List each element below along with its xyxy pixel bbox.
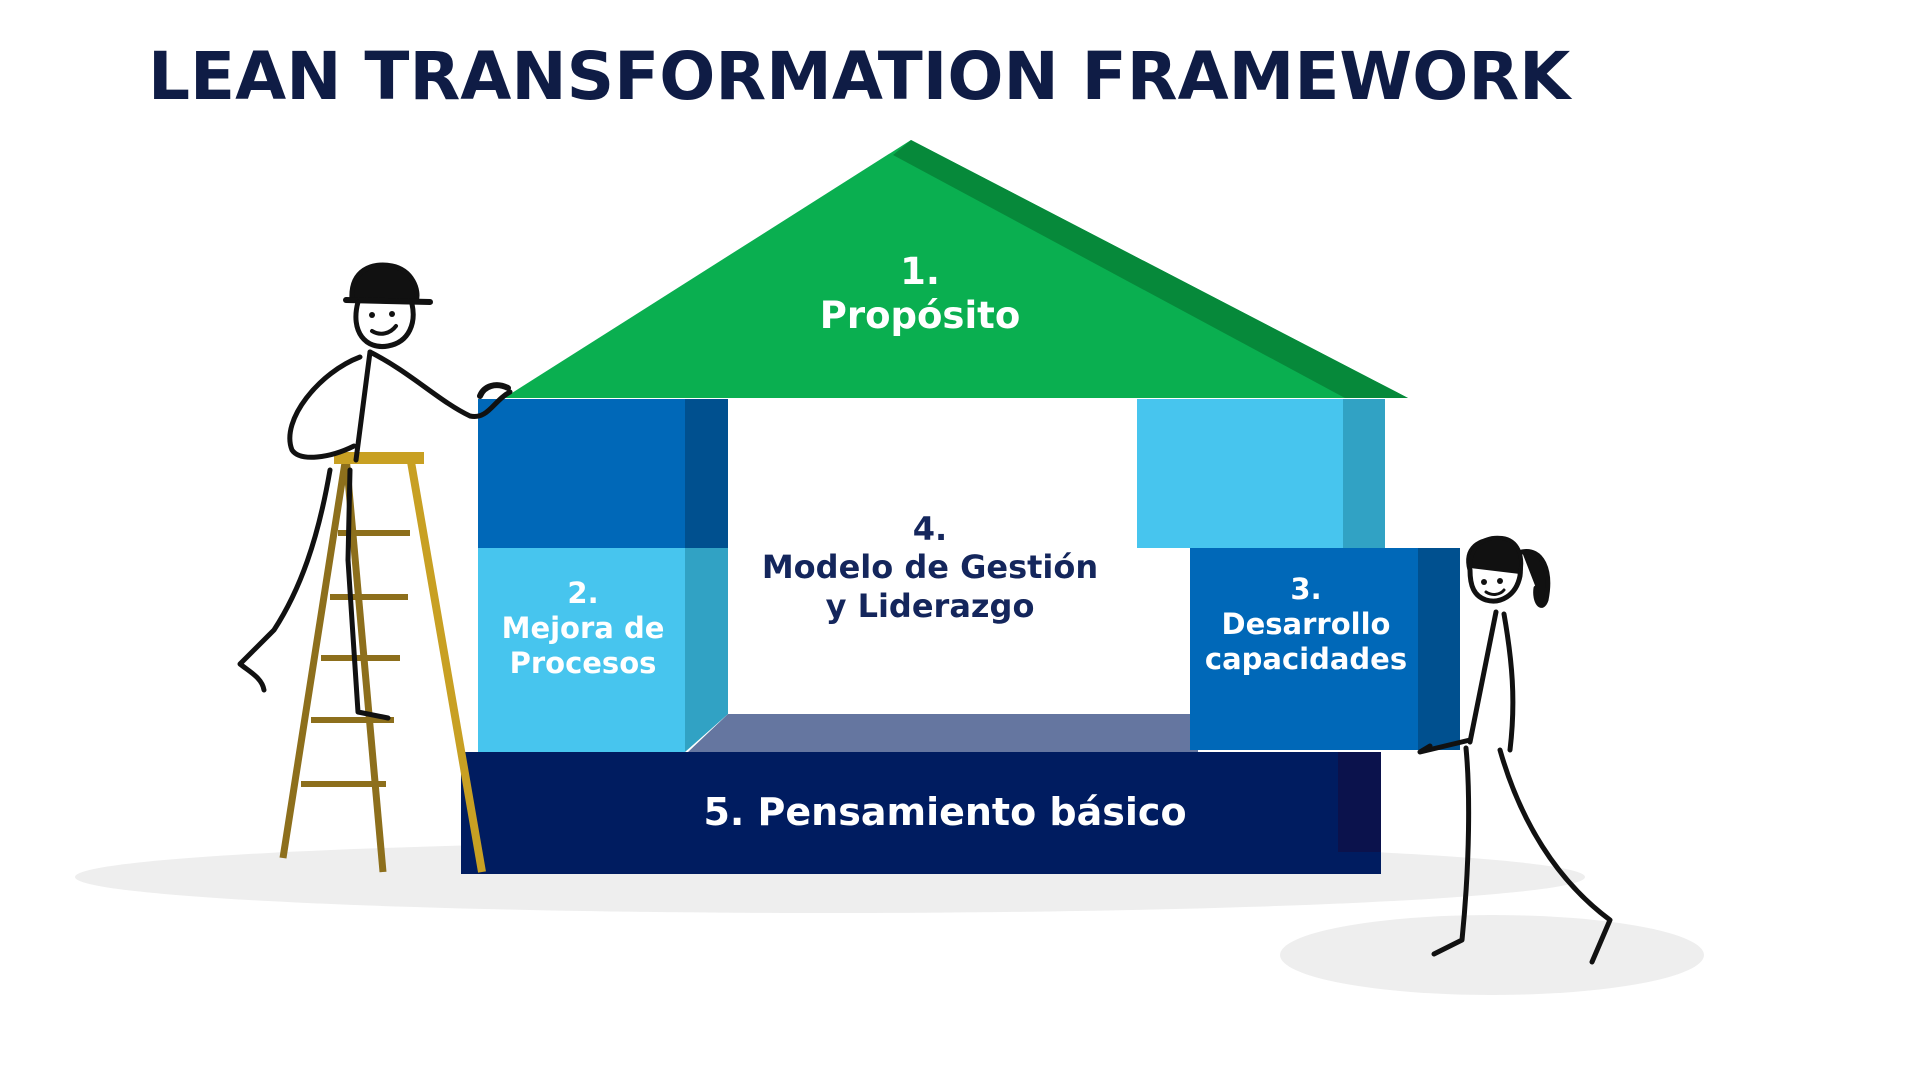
worker-figure xyxy=(237,262,513,721)
right-pillar-line1: Desarrollo xyxy=(1221,606,1391,641)
left-pillar-number: 2. xyxy=(567,576,599,610)
right-pillar-number: 3. xyxy=(1290,572,1322,606)
center-wall xyxy=(728,399,1198,715)
page-title: LEAN TRANSFORMATION FRAMEWORK xyxy=(148,38,1571,115)
center-label: 4. Modelo de Gestión y Liderazgo xyxy=(720,510,1140,625)
ground-shadow-right xyxy=(1280,915,1704,995)
base-block xyxy=(461,752,1381,874)
ladder xyxy=(279,452,486,873)
left-pillar-line2: Procesos xyxy=(509,645,657,680)
center-line1: Modelo de Gestión xyxy=(761,548,1099,587)
right-pillar-label: 3. Desarrollo capacidades xyxy=(1190,572,1422,676)
center-number: 4. xyxy=(912,510,948,548)
center-line2: y Liderazgo xyxy=(825,586,1035,625)
carrier-figure xyxy=(1417,535,1613,965)
left-pillar-label: 2. Mejora de Procesos xyxy=(478,576,688,680)
roof-number: 1. xyxy=(900,250,940,293)
roof-label: 1. Propósito xyxy=(760,250,1080,339)
roof xyxy=(504,140,1408,398)
roof-text: Propósito xyxy=(819,294,1021,338)
right-pillar-line2: capacidades xyxy=(1204,641,1408,676)
right-pillar xyxy=(1137,399,1460,750)
floor-plane xyxy=(688,714,1198,752)
base-label: 5. Pensamiento básico xyxy=(703,790,1187,834)
left-pillar xyxy=(478,399,728,752)
left-pillar-line1: Mejora de xyxy=(501,610,665,645)
